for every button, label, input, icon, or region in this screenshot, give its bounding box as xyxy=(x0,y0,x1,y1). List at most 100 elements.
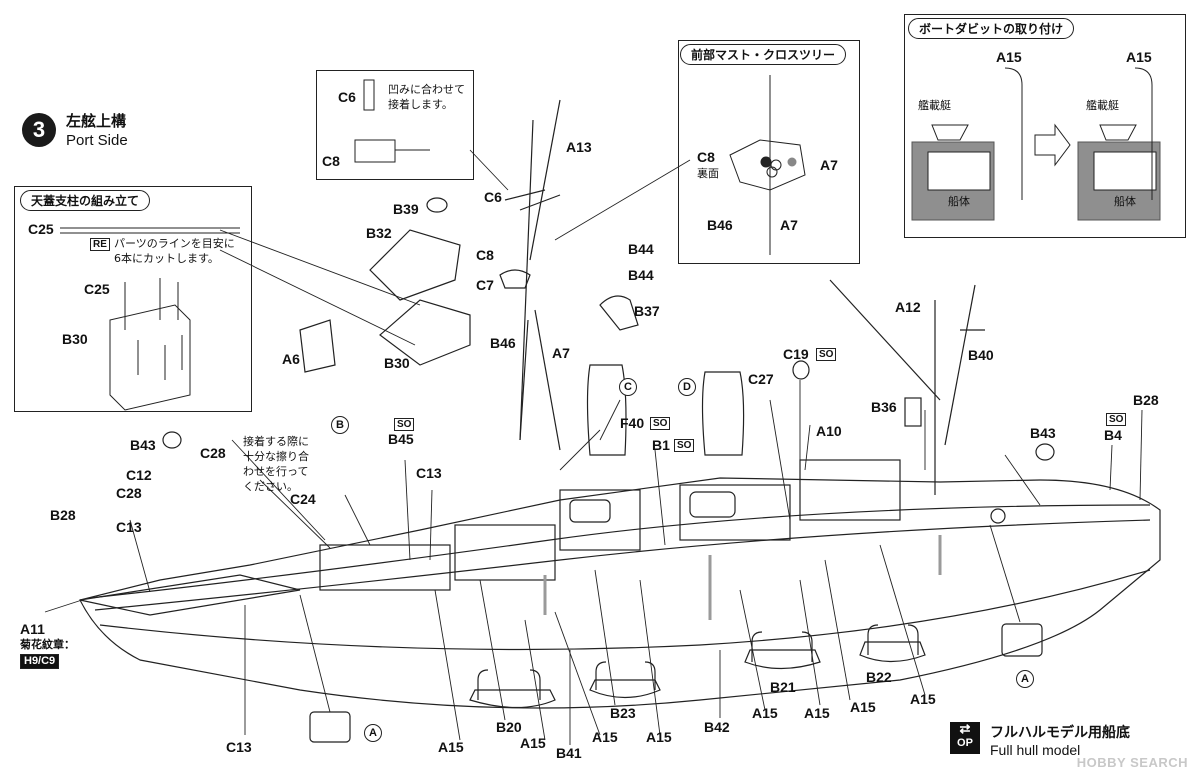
inset-canopy-box xyxy=(14,186,252,412)
c7-part xyxy=(499,269,531,289)
mast-b40 xyxy=(944,284,976,446)
label-c13-b: C13 xyxy=(116,519,142,535)
b39-part xyxy=(426,197,448,213)
label-c8-inset: C8 xyxy=(322,153,340,169)
re-tag: RE xyxy=(90,238,110,251)
label-a10: A10 xyxy=(816,423,842,439)
b43-fwd xyxy=(162,431,182,449)
boat-b20 xyxy=(469,689,556,709)
op-badge-label: OP xyxy=(957,737,973,749)
inset-davit-title: ボートダビットの取り付け xyxy=(908,18,1075,39)
superstructure-mid xyxy=(454,524,556,581)
superstructure-fwd xyxy=(319,544,451,591)
label-b46-mast: B46 xyxy=(707,217,733,233)
label-boat-b: 艦載艇 xyxy=(1086,99,1119,112)
full-hull-title-en: Full hull model xyxy=(990,742,1081,758)
glue-note-3: わせを行って xyxy=(243,465,309,478)
fitting-a-fwd xyxy=(309,711,351,743)
label-f40: F40 xyxy=(620,415,645,431)
label-b45: B45 xyxy=(388,431,414,447)
label-c27: C27 xyxy=(748,371,774,387)
bow-deck xyxy=(79,574,301,616)
label-b28-b: B28 xyxy=(1133,392,1159,408)
label-a7-mast-b: A7 xyxy=(780,217,798,233)
circle-c: C xyxy=(619,378,637,396)
watermark: HOBBY SEARCH xyxy=(1076,755,1188,770)
glue-note-1: 接着する際に xyxy=(243,435,309,448)
so-b45: SO xyxy=(394,418,415,431)
label-c13-a: C13 xyxy=(416,465,442,481)
label-b46: B46 xyxy=(490,335,516,351)
tag-h9c9: H9/C9 xyxy=(20,654,60,669)
b36-part xyxy=(904,397,922,427)
inset-mast-title: 前部マスト・クロスツリー xyxy=(680,44,847,65)
a6-part xyxy=(299,319,336,373)
label-b30: B30 xyxy=(384,355,410,371)
so-b4: SO xyxy=(1106,413,1127,426)
label-c12: C12 xyxy=(126,467,152,483)
so-f40: SO xyxy=(650,417,671,430)
label-c24: C24 xyxy=(290,491,316,507)
label-boat-a: 艦載艇 xyxy=(918,99,951,112)
label-b42: B42 xyxy=(704,719,730,735)
hull-belt xyxy=(94,519,1151,611)
label-b23: B23 xyxy=(610,705,636,721)
label-b39: B39 xyxy=(393,201,419,217)
label-b28-a: B28 xyxy=(50,507,76,523)
label-b4: B4 xyxy=(1104,427,1122,443)
circle-b: B xyxy=(331,416,349,434)
so-b1: SO xyxy=(674,439,695,452)
label-a15-6: A15 xyxy=(804,705,830,721)
step-title-ja: 左舷上構 xyxy=(66,112,127,130)
label-b30-inset: B30 xyxy=(62,331,88,347)
label-b20: B20 xyxy=(496,719,522,735)
label-c8-mast: C8 xyxy=(697,149,715,165)
label-a11: A11 xyxy=(20,621,45,637)
label-a15-1: A15 xyxy=(438,739,464,755)
mast-a13 xyxy=(519,119,534,441)
label-b43-b: B43 xyxy=(1030,425,1056,441)
label-b32: B32 xyxy=(366,225,392,241)
inset-canopy-note-2: 6本にカットします。 xyxy=(114,252,219,265)
inset-mast-box xyxy=(678,40,860,264)
label-c8-sub: 裏面 xyxy=(697,167,719,180)
b32-roof xyxy=(369,229,461,301)
circle-a-aft: A xyxy=(1016,670,1034,688)
b30-bridge xyxy=(379,299,471,366)
mast-a12 xyxy=(829,279,941,401)
label-c6-inset: C6 xyxy=(338,89,356,105)
inset-c6-box xyxy=(316,70,474,180)
label-a6: A6 xyxy=(282,351,300,367)
funnel-base-c xyxy=(569,499,611,523)
funnel-d xyxy=(701,371,745,456)
glue-note-4: ください。 xyxy=(243,480,298,493)
label-a15-7: A15 xyxy=(850,699,876,715)
label-c25-inset: C25 xyxy=(28,221,54,237)
label-a15-3: A15 xyxy=(592,729,618,745)
glue-note-2: 十分な擦り合 xyxy=(243,450,309,463)
boat-b22 xyxy=(859,641,926,663)
inset-canopy-title: 天蓋支柱の組み立て xyxy=(20,190,151,211)
full-hull-title-ja: フルハルモデル用船底 xyxy=(990,725,1130,741)
label-c19: C19 xyxy=(783,346,809,362)
hull-outline xyxy=(79,477,1161,709)
hull-waterline xyxy=(99,569,1151,651)
label-b37: B37 xyxy=(634,303,660,319)
label-c6: C6 xyxy=(484,189,502,205)
fitting-a-aft xyxy=(1001,623,1043,657)
label-a15-4: A15 xyxy=(646,729,672,745)
so-c19: SO xyxy=(816,348,837,361)
inset-canopy-note-1: パーツのラインを目安に xyxy=(114,237,235,250)
funnel-base-d xyxy=(689,491,736,518)
label-c28-a: C28 xyxy=(200,445,226,461)
b43-aft xyxy=(1035,443,1055,461)
label-a15-davit-b: A15 xyxy=(1126,49,1152,65)
inset-c6-note-2: 接着します。 xyxy=(388,98,453,111)
circle-a-fwd: A xyxy=(364,724,382,742)
label-c13-c: C13 xyxy=(226,739,252,755)
label-b22: B22 xyxy=(866,669,892,685)
label-c7: C7 xyxy=(476,277,494,293)
mast-b46 xyxy=(519,319,529,441)
label-a7: A7 xyxy=(552,345,570,361)
